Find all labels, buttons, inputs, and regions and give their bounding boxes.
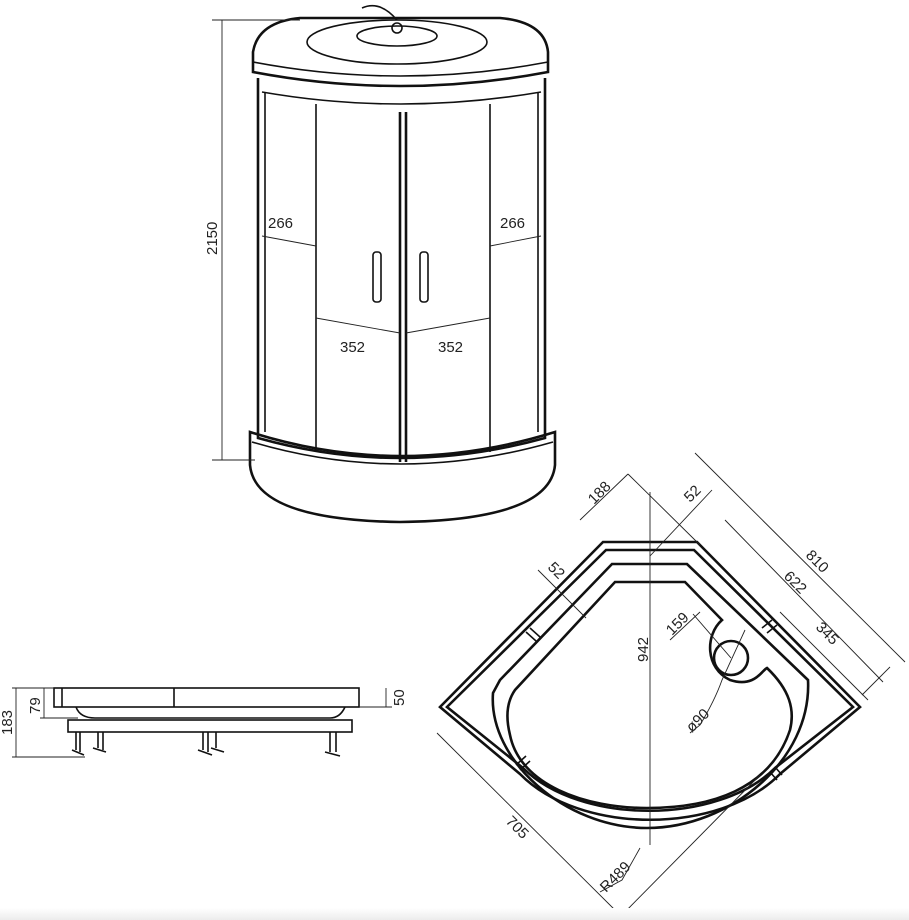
tray-side-view: 183 79 50 <box>0 687 408 758</box>
tray-leg <box>197 732 213 756</box>
right-door-width-label: 352 <box>438 339 463 356</box>
tray-height-label: 79 <box>27 697 44 714</box>
right-side-dimension-line <box>489 235 542 247</box>
right-side-width-label: 266 <box>500 215 525 232</box>
tray-leg <box>210 732 225 753</box>
base-tray-rim <box>251 441 554 465</box>
rim-joint <box>761 619 778 634</box>
drain-offset-dimension <box>779 611 869 701</box>
cabin-frame-inner <box>264 92 539 432</box>
diagonal-label: 942 <box>635 637 652 662</box>
cabin-top-frame <box>261 91 542 105</box>
left-side-dimension-line <box>261 235 317 247</box>
side-length-dimension <box>694 452 906 663</box>
left-door-dimension-line <box>315 317 401 334</box>
dim-ext <box>669 611 701 641</box>
drain-offset-label: 345 <box>812 619 842 649</box>
tray-leg <box>71 732 85 756</box>
dim-ext <box>627 473 701 546</box>
drain-hole <box>712 639 750 677</box>
cabin-roof <box>251 16 550 88</box>
front-width-dimension <box>436 732 623 918</box>
left-side-width-label: 266 <box>268 215 293 232</box>
inner-length-label: 622 <box>780 568 810 598</box>
top-rim-dimension <box>649 489 713 557</box>
drain-distance-dimension <box>692 613 732 659</box>
corner-offset-label: 188 <box>585 478 615 508</box>
inner-length-dimension <box>724 519 884 683</box>
drain-distance-label: 159 <box>663 609 693 639</box>
roof-lower-edge <box>252 61 549 77</box>
right-door-handle[interactable] <box>419 251 429 303</box>
drain-diameter-leader <box>689 629 746 734</box>
tray-basin <box>506 580 794 810</box>
radius-leader <box>599 847 641 893</box>
left-door-width-label: 352 <box>340 339 365 356</box>
corner-offset-dimension <box>579 473 629 521</box>
tray-plan-view: 942 188 52 52 810 622 345 159 ø90 705 R4… <box>436 452 906 918</box>
cabin-front-view: 2150 266 266 352 352 <box>204 4 557 524</box>
tray-inner-rim <box>491 562 810 830</box>
tray-frame <box>67 719 353 733</box>
rim-joints <box>515 619 783 781</box>
total-height-label: 183 <box>0 710 16 735</box>
rain-shower-head-inner <box>356 25 438 47</box>
dim-ext <box>861 666 891 696</box>
bottom-shadow <box>0 908 909 920</box>
rim-height-label: 50 <box>391 689 408 706</box>
radius-label: R489 <box>597 858 634 895</box>
side-rim-dimension <box>537 569 587 619</box>
cabin-body <box>256 78 547 460</box>
rim-joint <box>769 766 783 781</box>
tray-rim <box>53 687 360 708</box>
tray-legs <box>71 732 341 757</box>
tray-leg <box>324 732 341 757</box>
shower-hose <box>361 4 398 21</box>
tray-leg <box>92 732 107 753</box>
right-door-dimension-line <box>405 317 491 334</box>
tray-bowl <box>75 706 346 719</box>
height-label: 2150 <box>204 222 221 255</box>
front-width-label: 705 <box>502 813 532 843</box>
cabin-base-tray <box>248 430 557 524</box>
side-length-label: 810 <box>802 547 832 577</box>
dim-ext <box>619 774 761 918</box>
rim-joint <box>515 755 531 771</box>
tray-outer-outline <box>438 540 862 822</box>
left-door-handle[interactable] <box>372 251 382 303</box>
side-rim-label: 52 <box>544 559 568 583</box>
shower-nozzle <box>391 22 403 34</box>
rim-joint <box>525 627 541 642</box>
